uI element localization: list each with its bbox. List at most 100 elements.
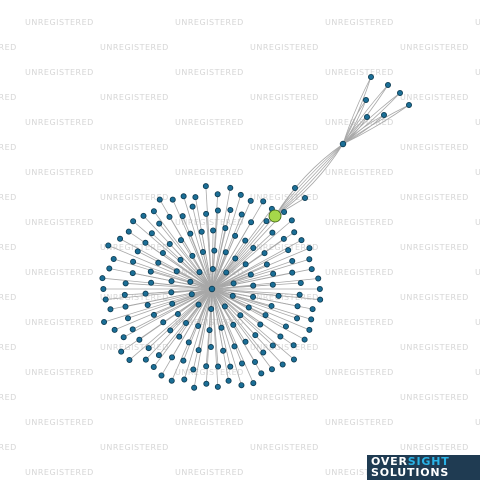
graph-node (177, 256, 184, 263)
graph-node (227, 184, 234, 191)
logo-word-over: OVER (371, 455, 408, 468)
graph-node (281, 208, 288, 215)
graph-node (122, 303, 129, 310)
graph-node (156, 220, 163, 227)
graph-node (227, 206, 234, 213)
cluster-node (396, 90, 403, 97)
graph-edge (211, 211, 285, 290)
graph-node (147, 268, 154, 275)
graph-edge (211, 288, 224, 351)
graph-edge (132, 220, 213, 290)
graph-node (230, 280, 237, 287)
graph-node (195, 322, 202, 329)
graph-edge (211, 288, 261, 325)
graph-node (316, 285, 323, 292)
graph-node (291, 229, 298, 236)
graph-node (223, 269, 230, 276)
graph-node (232, 255, 239, 262)
graph-node (160, 319, 167, 326)
graph-edge (211, 240, 246, 290)
graph-node (140, 212, 147, 219)
graph-node (169, 196, 176, 203)
graph-node (211, 247, 218, 254)
graph-edge (171, 288, 213, 293)
graph-node (285, 247, 292, 254)
graph-node (168, 377, 175, 384)
graph-node (187, 230, 194, 237)
graph-edge (171, 280, 213, 290)
graph-node (142, 290, 149, 297)
graph-edge (108, 245, 213, 290)
graph-node (214, 207, 221, 214)
graph-edge (211, 288, 264, 353)
graph-node (277, 333, 284, 340)
graph-node (177, 237, 184, 244)
graph-edge (211, 288, 305, 340)
graph-node (191, 384, 198, 391)
graph-edge (211, 288, 222, 328)
graph-node (306, 256, 313, 263)
graph-edge (211, 288, 272, 307)
graph-node (180, 357, 187, 364)
graph-node (215, 363, 222, 370)
graph-node (242, 237, 249, 244)
graph-node (195, 301, 202, 308)
graph-node (260, 198, 267, 205)
graph-edge (211, 187, 231, 290)
graph-node (101, 319, 108, 326)
graph-edge (205, 213, 213, 290)
graph-node (158, 372, 165, 379)
graph-node (250, 380, 257, 387)
graph-edge (191, 288, 213, 295)
logo-word-solutions: SOLUTIONS (371, 466, 450, 479)
graph-node (262, 312, 269, 319)
graph-node (121, 291, 128, 298)
graph-edge (188, 288, 213, 343)
graph-edge (211, 288, 249, 308)
graph-node (148, 230, 155, 237)
graph-edge (211, 288, 279, 297)
graph-edge (199, 271, 213, 290)
graph-node (118, 348, 125, 355)
connector-node (339, 140, 347, 148)
graph-edge (211, 249, 289, 290)
graph-node (225, 377, 232, 384)
graph-edge (211, 285, 254, 290)
graph-node (237, 191, 244, 198)
graph-edge (129, 288, 213, 361)
graph-edge (125, 288, 213, 308)
graph-node (129, 326, 136, 333)
highlighted-node (268, 209, 282, 223)
graph-node (309, 306, 316, 313)
graph-edge (211, 288, 233, 297)
hub-node (208, 285, 216, 293)
graph-node (195, 347, 202, 354)
graph-node (174, 311, 181, 318)
graph-edge (177, 288, 213, 315)
graph-edge (198, 288, 213, 305)
graph-node (203, 363, 210, 370)
graph-edges (102, 76, 410, 388)
cluster-node (380, 112, 387, 119)
graph-node (179, 213, 186, 220)
graph-edge (150, 271, 213, 290)
graph-node (144, 302, 151, 309)
graph-node (250, 244, 257, 251)
graph-node (188, 291, 195, 298)
graph-node (130, 258, 137, 265)
graph-edge (211, 288, 310, 331)
graph-edge (169, 288, 213, 331)
graph-node (291, 184, 298, 191)
graph-edge (211, 288, 300, 296)
graph-edge (189, 233, 213, 290)
graph-edge (211, 258, 310, 290)
graph-node (269, 229, 276, 236)
graph-node (260, 349, 267, 356)
graph-edge (183, 196, 213, 290)
graph-node (189, 203, 196, 210)
graph-node (317, 296, 324, 303)
graph-edge (211, 288, 226, 307)
graph-node (232, 232, 239, 239)
graph-edge (145, 288, 213, 360)
graph-edge (211, 263, 246, 290)
